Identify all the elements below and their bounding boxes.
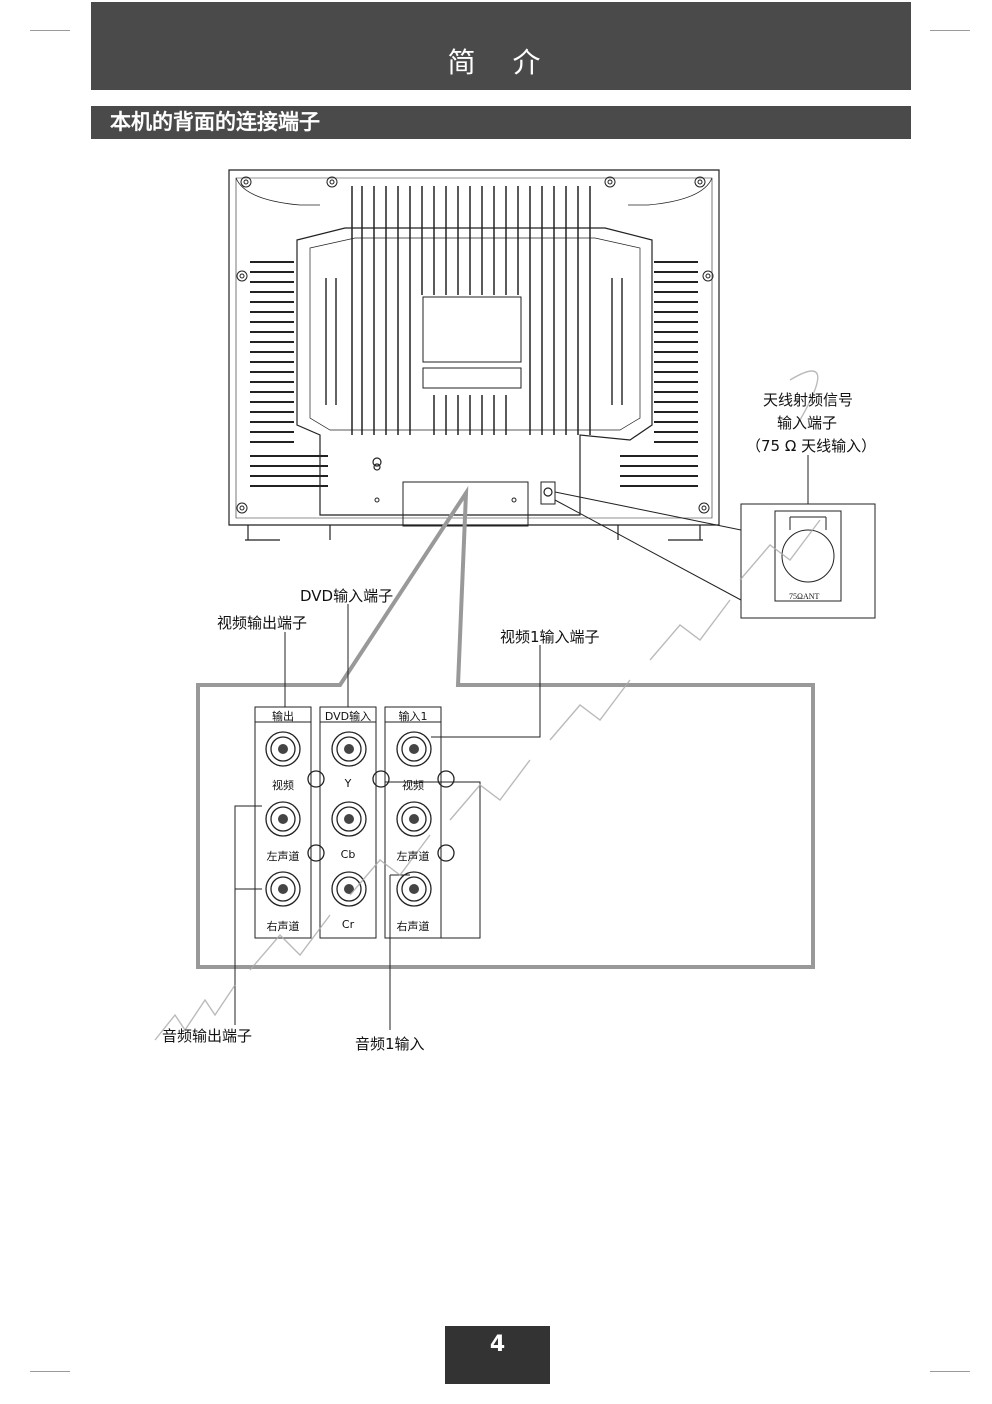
jack-label-out-video: 视频	[272, 779, 294, 792]
crop-mark	[930, 30, 970, 31]
panel-header-dvd: DVD输入	[324, 710, 372, 723]
audio1-input-label: 音频1输入	[355, 1035, 425, 1053]
antenna-jack-label: 75ΩANT	[789, 592, 820, 601]
crop-mark	[30, 1371, 70, 1372]
tv-hump	[296, 227, 653, 516]
jack-label-out-left: 左声道	[266, 850, 300, 863]
dvd-input-label: DVD输入端子	[300, 587, 394, 605]
jack-label-dvd-cb: Cb	[340, 848, 356, 861]
zoom-callout-frame	[196, 485, 815, 969]
page-title: 简 介	[91, 2, 911, 90]
jack-label-dvd-y: Y	[344, 777, 352, 790]
jack-label-out-right: 右声道	[266, 920, 300, 933]
panel-header-input1: 输入1	[398, 710, 428, 723]
crop-mark	[30, 30, 70, 31]
jack-label-in-right: 右声道	[396, 920, 430, 933]
antenna-label-line3: （75 Ω 天线输入）	[746, 437, 877, 455]
antenna-label-line2: 输入端子	[777, 414, 838, 432]
antenna-jack-body	[540, 481, 556, 505]
antenna-label-line1: 天线射频信号	[763, 391, 854, 409]
jack-label-in-left: 左声道	[396, 850, 430, 863]
tv-body	[228, 169, 720, 526]
watermark	[154, 370, 821, 1041]
section-heading: 本机的背面的连接端子	[91, 106, 911, 139]
page-number: 4	[445, 1326, 550, 1384]
rca-jacks	[265, 731, 455, 907]
audio-output-label: 音频输出端子	[162, 1027, 253, 1045]
video1-input-label: 视频1输入端子	[500, 628, 600, 646]
jack-label-dvd-cr: Cr	[341, 918, 355, 931]
video-output-label: 视频输出端子	[217, 614, 308, 632]
jack-label-in-video: 视频	[402, 779, 424, 792]
panel-header-output: 输出	[272, 710, 294, 723]
crop-mark	[930, 1371, 970, 1372]
